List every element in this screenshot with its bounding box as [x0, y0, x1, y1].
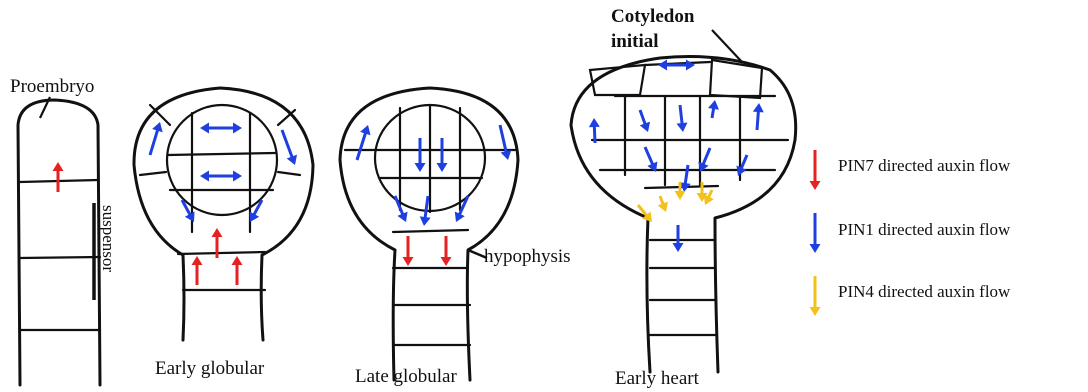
pin1-arrow — [415, 138, 426, 172]
legend-item-pin7: PIN7 directed auxin flow — [810, 150, 1012, 190]
pin1-arrow — [677, 105, 688, 132]
pin1-arrow — [395, 196, 408, 222]
pin1-arrow — [282, 130, 297, 165]
pin1-arrow — [500, 125, 511, 160]
pin1-arrow — [640, 110, 650, 132]
red-arrow-down-icon — [810, 150, 821, 190]
pin1-bidirectional-arrow — [658, 60, 695, 71]
pin1-arrow — [645, 147, 657, 172]
pin1-arrow — [357, 125, 371, 160]
pin1-arrow — [753, 103, 764, 130]
proembryo-label: Proembryo — [10, 76, 94, 97]
pin7-arrow — [192, 256, 203, 285]
yellow-arrow-down-icon — [810, 276, 821, 316]
suspensor-label: suspensor — [99, 205, 118, 272]
yellow-arrow-down-icon — [810, 276, 821, 316]
pin1-bidirectional-arrow — [200, 171, 242, 182]
pin1-arrow — [455, 196, 468, 222]
legend: PIN7 directed auxin flow PIN1 directed a… — [810, 150, 1012, 316]
hypophysis-label: hypophysis — [484, 246, 571, 267]
pin1-arrow — [708, 100, 719, 118]
pin4-arrow — [658, 196, 668, 212]
pin7-arrow — [441, 236, 452, 266]
proembryo-figure — [18, 100, 100, 385]
early-heart-figure — [571, 57, 796, 373]
pin1-arrow — [150, 122, 163, 155]
pin1-arrow — [736, 155, 747, 176]
legend-item-pin4: PIN4 directed auxin flow — [810, 276, 1012, 316]
pin7-arrow — [232, 256, 243, 285]
pin7-arrow — [403, 236, 414, 266]
blue-arrow-down-icon — [810, 213, 821, 253]
legend-label-pin1: PIN1 directed auxin flow — [838, 220, 1011, 239]
pin4-arrow — [704, 190, 714, 205]
early-globular-label: Early globular — [155, 358, 265, 379]
cotyledon-label-line2: initial — [611, 31, 659, 52]
red-arrow-down-icon — [810, 150, 821, 190]
late-globular-label: Late globular — [355, 366, 457, 387]
pin7-arrow — [53, 162, 64, 192]
blue-arrow-down-icon — [810, 213, 821, 253]
legend-item-pin1: PIN1 directed auxin flow — [810, 213, 1012, 253]
legend-label-pin7: PIN7 directed auxin flow — [838, 156, 1011, 175]
pin1-arrow — [673, 225, 684, 252]
pin1-bidirectional-arrow — [200, 123, 242, 134]
cotyledon-label-line1: Cotyledon — [611, 6, 695, 27]
early-heart-label: Early heart — [615, 368, 700, 389]
legend-label-pin4: PIN4 directed auxin flow — [838, 282, 1011, 301]
pin1-arrow — [437, 138, 448, 172]
